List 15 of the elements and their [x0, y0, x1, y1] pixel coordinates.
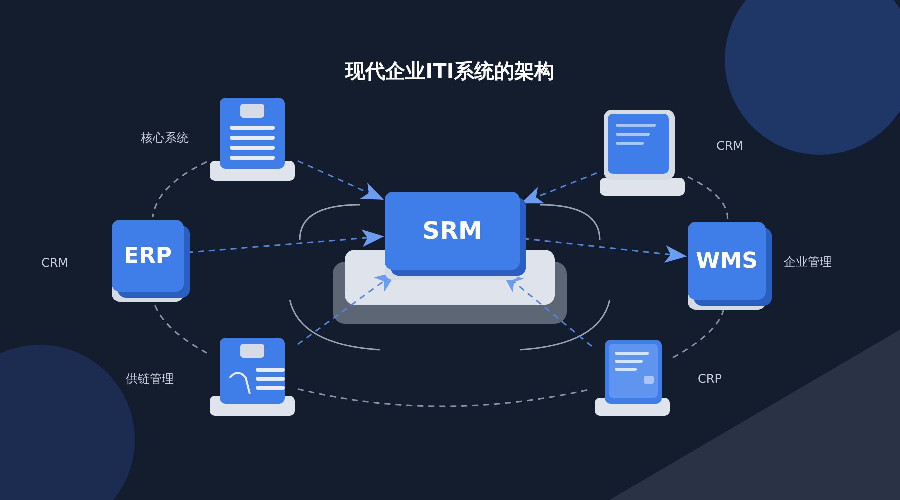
server-drawing [210, 98, 295, 183]
server-block: WMS [688, 222, 766, 300]
server-block: SRM [385, 192, 520, 270]
node-caption: 核心系统 [141, 130, 189, 147]
node-caption: CRP [698, 372, 722, 386]
connector-line [688, 176, 729, 220]
node-caption: 企业管理 [784, 254, 832, 271]
title: 现代企业ITI系统的架构 [346, 59, 554, 83]
connector-line [152, 161, 208, 218]
app-card: ERP [112, 220, 184, 292]
node-caption: CRM [716, 139, 744, 153]
arrow [298, 160, 384, 200]
node-caption: CRM [41, 256, 69, 270]
cube-drawing [210, 338, 295, 418]
node-caption: 供链管理 [126, 371, 174, 388]
